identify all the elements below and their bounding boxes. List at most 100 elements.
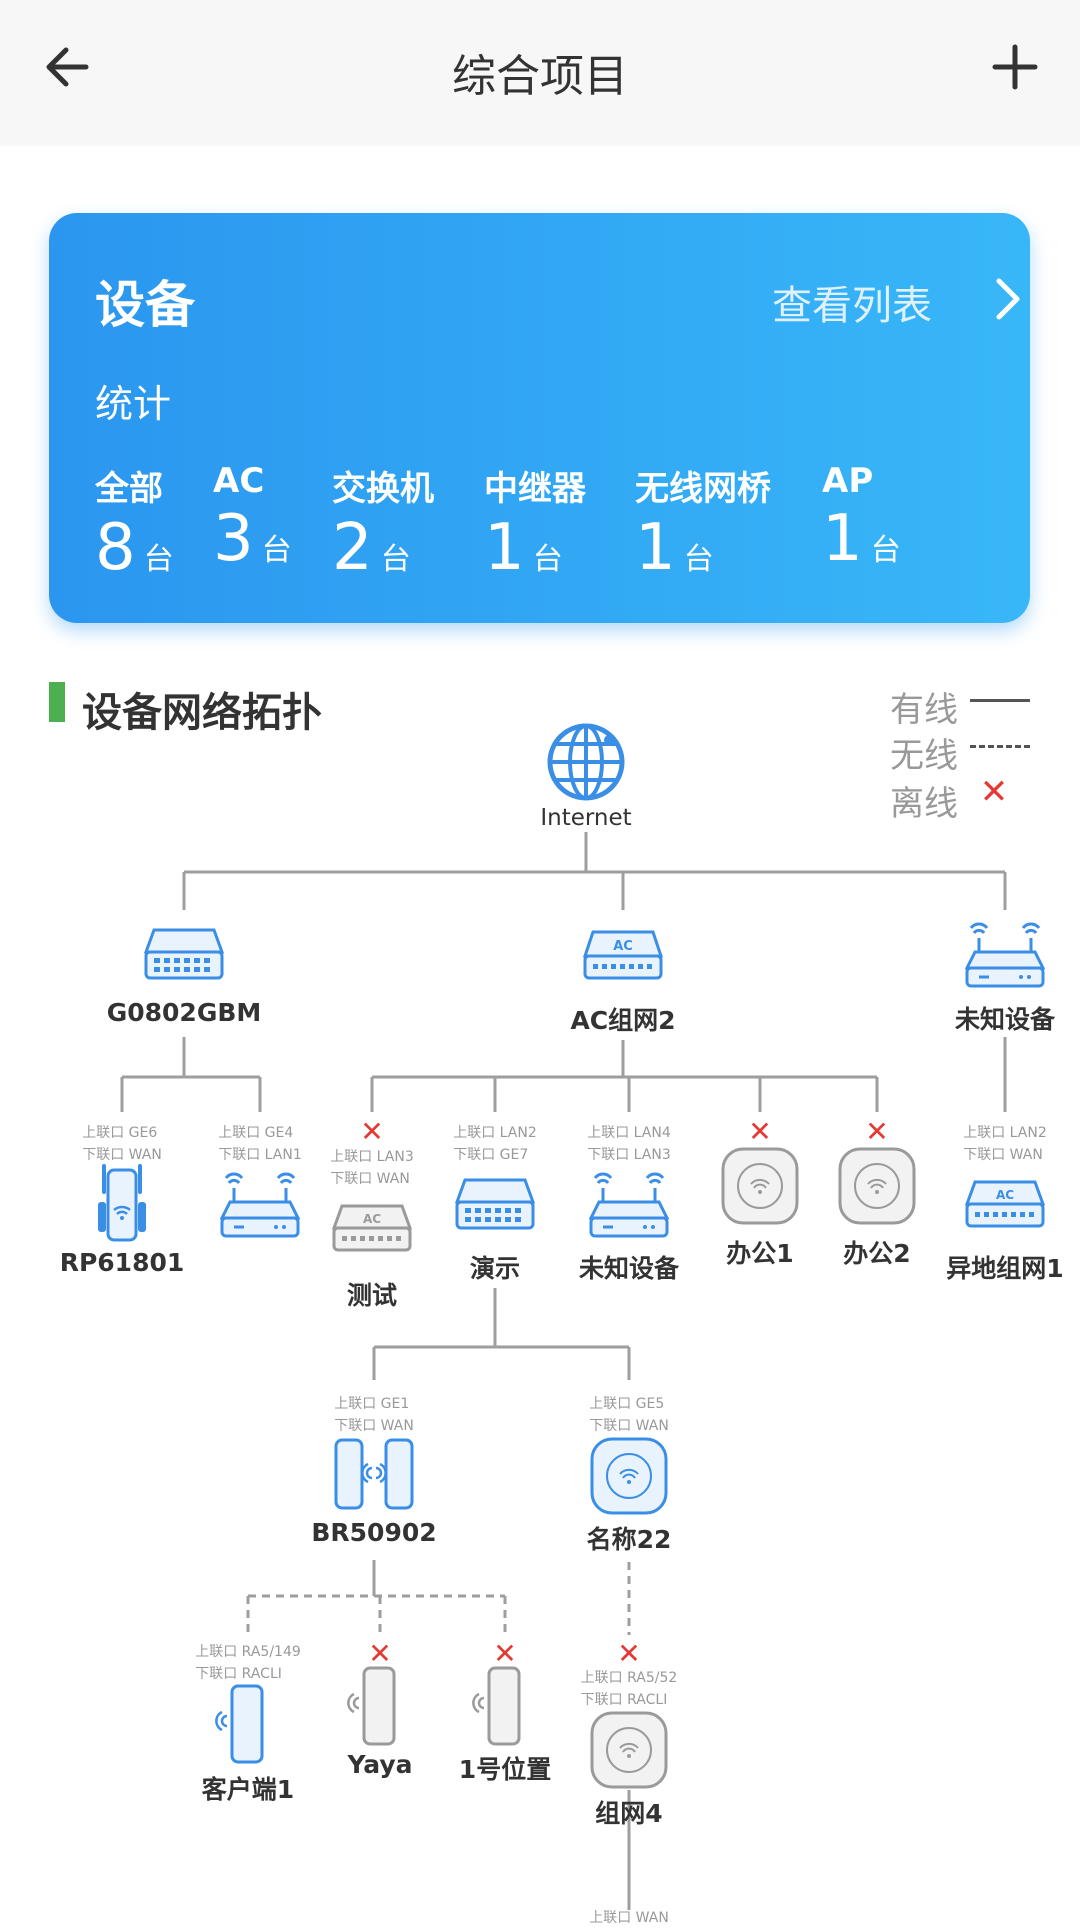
router-icon[interactable]: [220, 1168, 300, 1240]
downlink-port: 下联口 RACLI: [195, 1666, 282, 1682]
node-name: 客户端1: [201, 1775, 295, 1804]
stat-value: 2: [332, 511, 373, 585]
legend-wireless-line: [970, 745, 1030, 748]
client-bridge-icon[interactable]: [465, 1666, 525, 1746]
ap-icon[interactable]: [720, 1146, 800, 1226]
legend-wireless-label: 无线: [890, 736, 958, 776]
offline-x-icon: ✕: [493, 1637, 517, 1670]
stat-label: AP: [822, 461, 874, 501]
app-header: 综合项目: [0, 0, 1080, 146]
svg-text:AC: AC: [363, 1212, 381, 1226]
uplink-port: 上联口 GE6: [82, 1125, 158, 1141]
downlink-port: 下联口 WAN: [963, 1147, 1043, 1163]
port-info: 上联口 GE1 下联口 WAN: [334, 1393, 414, 1437]
client-bridge-icon[interactable]: [208, 1684, 268, 1764]
ac-controller-icon[interactable]: AC: [965, 1180, 1045, 1230]
svg-text:AC: AC: [996, 1188, 1014, 1202]
uplink-port: 上联口 WAN: [589, 1910, 669, 1926]
view-list-link[interactable]: 查看列表: [772, 283, 932, 329]
stat-unit: 台: [261, 533, 292, 568]
downlink-port: 下联口 WAN: [330, 1171, 410, 1187]
stat-unit: 台: [380, 542, 411, 577]
offline-x-icon: ✕: [368, 1637, 392, 1670]
uplink-port: 上联口 GE5: [589, 1396, 665, 1412]
ac-controller-icon[interactable]: AC: [332, 1204, 412, 1254]
stat-label: 无线网桥: [635, 469, 771, 509]
legend-wired-label: 有线: [890, 690, 958, 730]
node-name: BR50902: [311, 1518, 437, 1547]
legend-offline-x-icon: ✕: [979, 772, 1009, 812]
node-name: RP61801: [59, 1248, 185, 1277]
topology-title: 设备网络拓扑: [82, 690, 322, 736]
offline-x-icon: ✕: [748, 1115, 772, 1148]
uplink-port: 上联口 RA5/149: [195, 1644, 301, 1660]
node-name: 组网4: [595, 1799, 663, 1828]
stat-unit: 台: [683, 542, 714, 577]
node-name: 异地组网1: [946, 1254, 1064, 1283]
stat-value: 1: [822, 502, 863, 576]
legend-wired-line: [970, 699, 1030, 702]
switch-icon[interactable]: [144, 926, 224, 984]
uplink-port: 上联口 GE4: [218, 1125, 294, 1141]
plus-icon[interactable]: [990, 42, 1040, 92]
node-name: AC组网2: [570, 1006, 676, 1035]
router-icon[interactable]: [965, 918, 1045, 990]
card-subtitle: 统计: [95, 382, 172, 426]
ap-icon[interactable]: [837, 1146, 917, 1226]
client-bridge-icon[interactable]: [340, 1666, 400, 1746]
page-title: 综合项目: [452, 51, 628, 102]
uplink-port: 上联口 RA5/52: [580, 1670, 678, 1686]
ac-controller-icon[interactable]: AC: [583, 928, 663, 982]
router-icon[interactable]: [589, 1168, 669, 1240]
node-name: 测试: [346, 1281, 398, 1310]
stat-value: 3: [213, 502, 254, 576]
uplink-port: 上联口 GE1: [334, 1396, 410, 1412]
stat-label: 中继器: [484, 469, 586, 509]
ap-icon[interactable]: [589, 1710, 669, 1790]
port-info: 上联口 WAN: [589, 1907, 669, 1929]
stat-value: 1: [484, 511, 525, 585]
port-info: 上联口 LAN3 下联口 WAN: [330, 1146, 414, 1190]
offline-x-icon: ✕: [865, 1115, 889, 1148]
switch-icon[interactable]: [455, 1176, 535, 1234]
repeater-icon[interactable]: [94, 1162, 150, 1244]
internet-label: Internet: [540, 805, 632, 831]
stat-value: 8: [95, 511, 136, 585]
ap-icon[interactable]: [589, 1436, 669, 1516]
wireless-bridge-icon[interactable]: [334, 1438, 414, 1510]
uplink-port: 上联口 LAN3: [330, 1149, 414, 1165]
node-name: 演示: [469, 1254, 521, 1283]
downlink-port: 下联口 WAN: [334, 1418, 414, 1434]
stat-label: 交换机: [332, 469, 434, 509]
downlink-port: 下联口 GE7: [453, 1147, 529, 1163]
node-name: Yaya: [347, 1750, 413, 1779]
legend-offline-label: 离线: [890, 784, 958, 824]
offline-x-icon: ✕: [360, 1115, 384, 1148]
globe-icon: [547, 723, 625, 801]
stat-value: 1: [635, 511, 676, 585]
node-name: 办公2: [843, 1239, 911, 1268]
node-name: 办公1: [726, 1239, 794, 1268]
chevron-right-icon[interactable]: [993, 277, 1023, 321]
stat-label: 全部: [95, 469, 163, 509]
svg-text:AC: AC: [613, 939, 633, 954]
offline-x-icon: ✕: [617, 1637, 641, 1670]
downlink-port: 下联口 LAN1: [218, 1147, 302, 1163]
arrow-left-icon[interactable]: [42, 42, 92, 92]
node-name: 名称22: [586, 1525, 672, 1554]
downlink-port: 下联口 LAN3: [587, 1147, 671, 1163]
port-info: 上联口 RA5/149 下联口 RACLI: [195, 1641, 301, 1685]
